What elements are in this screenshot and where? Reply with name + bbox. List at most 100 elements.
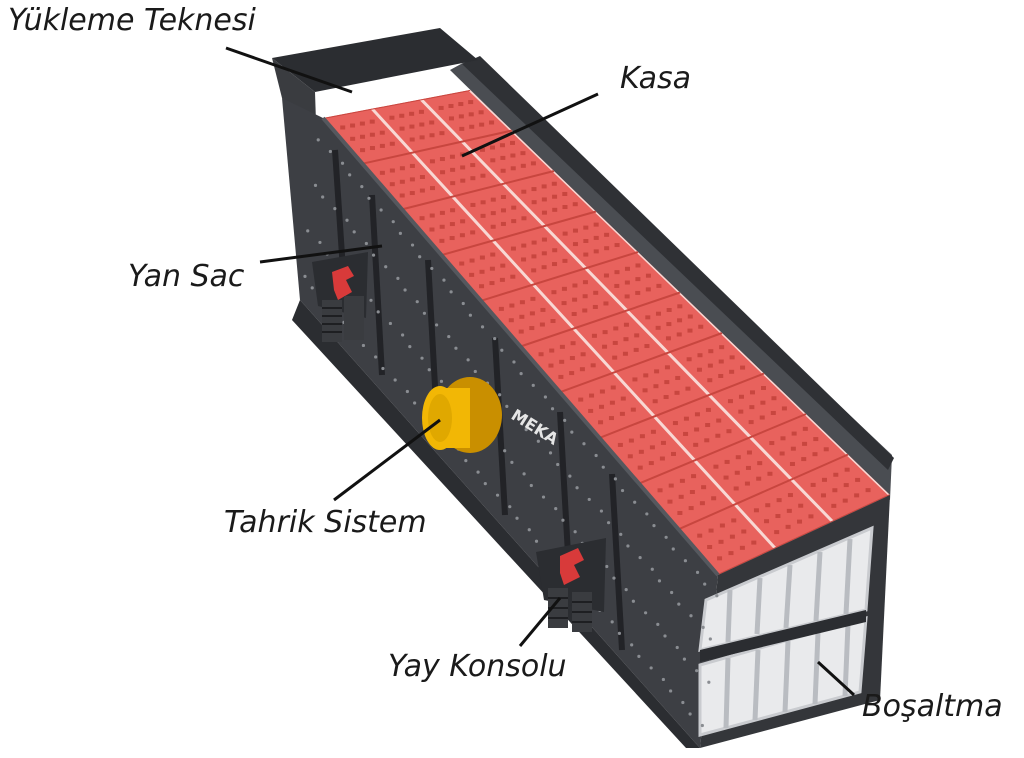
mesh-hole xyxy=(511,205,517,210)
mesh-hole xyxy=(729,534,735,539)
mesh-hole xyxy=(439,210,445,215)
mesh-hole xyxy=(650,429,656,434)
bolt xyxy=(517,416,521,420)
mesh-hole xyxy=(791,431,797,436)
mesh-hole xyxy=(529,326,535,331)
bolt xyxy=(381,366,385,371)
bolt xyxy=(508,505,512,509)
mesh-hole xyxy=(558,374,564,379)
mesh-hole xyxy=(734,470,740,475)
mesh-hole xyxy=(632,377,638,382)
bolt xyxy=(682,657,687,661)
bolt xyxy=(715,594,719,598)
mesh-hole xyxy=(439,224,445,229)
bolt xyxy=(418,255,422,259)
mesh-hole xyxy=(389,182,395,187)
bolt xyxy=(476,470,480,474)
mesh-hole xyxy=(775,514,781,519)
mesh-hole xyxy=(751,540,757,545)
bolt xyxy=(617,631,622,635)
mesh-hole xyxy=(460,178,466,183)
mesh-hole xyxy=(350,123,356,128)
mesh-hole xyxy=(489,266,495,271)
bolt xyxy=(364,241,368,246)
mesh-hole xyxy=(770,410,776,415)
mesh-hole xyxy=(693,442,699,447)
mesh-hole xyxy=(449,236,455,241)
mesh-hole xyxy=(645,273,651,278)
bolt xyxy=(661,677,665,682)
mesh-hole xyxy=(699,501,705,506)
mesh-hole xyxy=(610,385,616,390)
mesh-hole xyxy=(520,163,526,168)
bolt xyxy=(688,712,692,716)
mesh-hole xyxy=(449,222,455,227)
bolt xyxy=(352,230,356,234)
mesh-hole xyxy=(676,332,682,337)
mesh-hole xyxy=(439,157,445,162)
mesh-hole xyxy=(470,202,476,207)
mesh-hole xyxy=(665,336,671,341)
mesh-hole xyxy=(635,290,641,295)
mesh-hole xyxy=(470,230,476,235)
mesh-hole xyxy=(552,207,558,212)
mesh-hole xyxy=(808,514,814,519)
label-frame: Kasa xyxy=(620,61,692,96)
bolt xyxy=(442,278,446,282)
mesh-hole xyxy=(499,277,505,282)
mesh-hole xyxy=(704,438,710,443)
mesh-hole xyxy=(340,125,346,130)
mesh-hole xyxy=(580,352,586,357)
mesh-hole xyxy=(399,166,405,171)
mesh-hole xyxy=(687,328,693,333)
bolt xyxy=(633,500,637,504)
mesh-hole xyxy=(614,283,620,288)
mesh-hole xyxy=(746,450,752,455)
bolt xyxy=(534,539,539,543)
mesh-hole xyxy=(726,429,732,434)
mesh-hole xyxy=(604,232,610,237)
mesh-hole xyxy=(843,483,849,488)
mesh-hole xyxy=(697,533,703,538)
mesh-hole xyxy=(539,322,545,327)
mesh-hole xyxy=(760,400,766,405)
mesh-hole xyxy=(844,467,850,472)
bolt xyxy=(430,266,434,271)
bolt xyxy=(643,611,648,615)
mesh-hole xyxy=(733,486,739,491)
mesh-hole xyxy=(570,341,576,346)
bolt xyxy=(379,208,383,212)
mesh-hole xyxy=(359,121,365,126)
mesh-hole xyxy=(643,373,649,378)
near-wall-top-edge xyxy=(321,116,720,577)
mesh-hole xyxy=(521,216,527,221)
mesh-hole xyxy=(677,304,683,309)
bolt xyxy=(624,588,628,592)
mesh-hole xyxy=(583,252,589,257)
drive-unit xyxy=(422,377,502,453)
bolt xyxy=(657,579,662,583)
mesh-hole xyxy=(541,184,547,189)
bolt xyxy=(556,462,560,467)
leader-discharge xyxy=(816,660,856,697)
bolt xyxy=(575,486,579,490)
bolt xyxy=(582,442,586,446)
panel-seam xyxy=(480,251,639,302)
mesh-hole xyxy=(774,530,780,535)
mesh-hole xyxy=(664,365,670,370)
mesh-hole xyxy=(821,477,827,482)
mesh-hole xyxy=(614,270,620,275)
mesh-hole xyxy=(479,255,485,260)
mesh-hole xyxy=(677,318,683,323)
mesh-hole xyxy=(729,369,735,374)
bolt xyxy=(369,298,373,302)
mesh-hole xyxy=(617,442,623,447)
bolt xyxy=(652,524,656,528)
bolt xyxy=(529,483,533,488)
mesh-hole xyxy=(663,395,669,400)
mesh-hole xyxy=(753,508,759,513)
mesh-hole xyxy=(653,384,659,389)
mesh-hole xyxy=(608,416,614,421)
mesh-hole xyxy=(708,349,714,354)
